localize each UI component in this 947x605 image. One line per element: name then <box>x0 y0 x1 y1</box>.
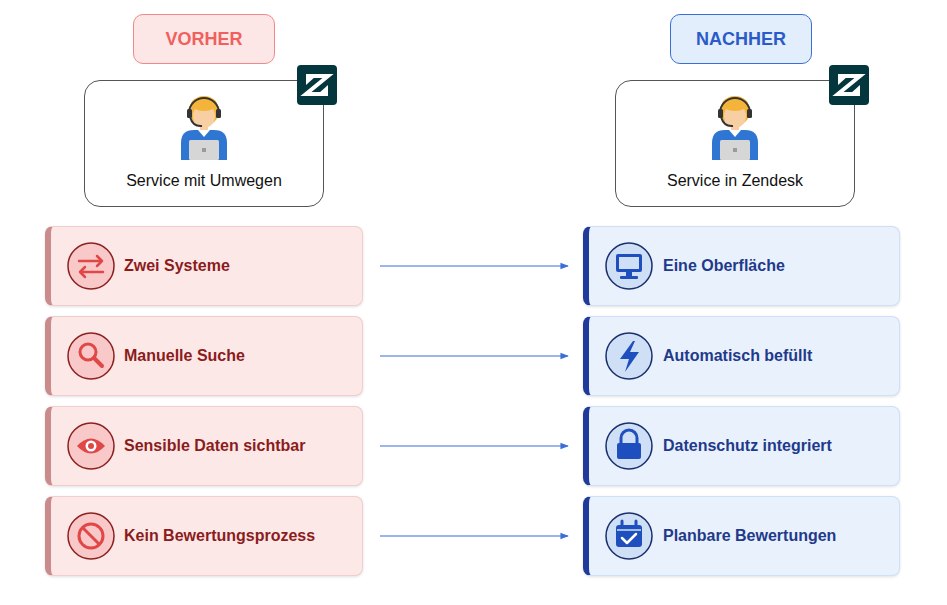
swap-icon <box>68 243 114 289</box>
service-box: Service mit Umwegen <box>84 80 324 207</box>
solution-box: Datenschutz integriert <box>583 406 900 486</box>
phase-badge: VORHER <box>133 14 275 64</box>
monitor-icon <box>606 243 652 289</box>
node-label: Datenschutz integriert <box>663 437 832 455</box>
problem-box: Sensible Daten sichtbar <box>45 406 363 486</box>
node-label: Service mit Umwegen <box>126 172 282 190</box>
left-icons <box>68 243 114 559</box>
solution-box: Automatisch befüllt <box>583 316 900 396</box>
search-icon <box>68 333 114 379</box>
node-label: Automatisch befüllt <box>663 347 812 365</box>
node-label: Service in Zendesk <box>667 172 803 190</box>
node-label: Eine Oberfläche <box>663 257 785 275</box>
eye-icon <box>68 423 114 469</box>
flow-arrow <box>380 535 568 536</box>
flow-arrow <box>380 265 568 266</box>
node-label: Kein Bewertungsprozess <box>124 527 315 545</box>
node-label: NACHHER <box>696 29 786 50</box>
lightning-icon <box>606 333 652 379</box>
node-label: VORHER <box>165 29 242 50</box>
ban-icon <box>68 513 114 559</box>
phase-badge: NACHHER <box>670 14 812 64</box>
flow-arrow <box>380 355 568 356</box>
node-label: Zwei Systeme <box>124 257 230 275</box>
agent-icon <box>712 96 758 160</box>
zendesk-logo <box>297 65 337 105</box>
node-label: Manuelle Suche <box>124 347 245 365</box>
problem-box: Zwei Systeme <box>45 226 363 306</box>
calendar-icon <box>606 513 652 559</box>
problem-box: Manuelle Suche <box>45 316 363 396</box>
flow-arrow <box>380 445 568 446</box>
solution-box: Planbare Bewertungen <box>583 496 900 576</box>
node-label: Planbare Bewertungen <box>663 527 836 545</box>
agent-icon <box>181 96 227 160</box>
node-label: Sensible Daten sichtbar <box>124 437 305 455</box>
service-box: Service in Zendesk <box>615 80 855 207</box>
lock-icon <box>606 423 652 469</box>
problem-box: Kein Bewertungsprozess <box>45 496 363 576</box>
zendesk-logo <box>829 65 869 105</box>
right-icons <box>606 243 652 559</box>
solution-box: Eine Oberfläche <box>583 226 900 306</box>
